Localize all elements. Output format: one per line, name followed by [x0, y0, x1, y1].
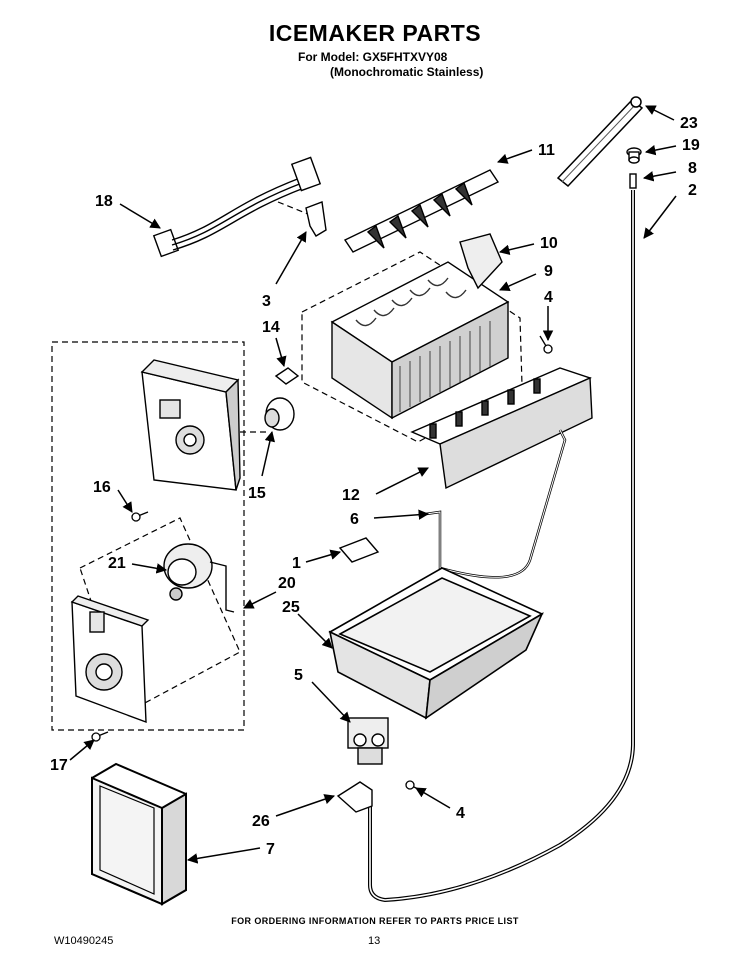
callout-5: 5 — [294, 667, 303, 684]
callout-21: 21 — [108, 555, 126, 572]
callout-18: 18 — [95, 193, 113, 210]
callout-17: 17 — [50, 757, 68, 774]
model-line: For Model: GX5FHTXVY08 — [298, 50, 448, 64]
screw-part-upper — [539, 335, 553, 354]
callout-6: 6 — [350, 511, 359, 528]
motor-part — [163, 543, 235, 613]
callout-12: 12 — [342, 487, 360, 504]
callout-10: 10 — [540, 235, 558, 252]
page-number: 13 — [368, 935, 381, 947]
insulation-part — [91, 762, 187, 906]
callout-15: 15 — [248, 485, 266, 502]
screw-part-16 — [131, 511, 149, 522]
callout-9: 9 — [544, 263, 553, 280]
callout-25: 25 — [282, 599, 300, 616]
control-module-part — [140, 359, 241, 491]
callout-26: 26 — [252, 813, 270, 830]
document-number: W10490245 — [54, 935, 114, 947]
callout-14: 14 — [262, 319, 280, 336]
callout-20: 20 — [278, 575, 296, 592]
water-valve-part — [347, 717, 389, 765]
module-group-box — [51, 341, 245, 731]
finish-line: (Monochromatic Stainless) — [330, 65, 484, 79]
callout-4-lower: 4 — [456, 805, 465, 822]
callout-3: 3 — [262, 293, 271, 310]
fitting-part — [629, 173, 637, 189]
ejector-part — [343, 169, 500, 253]
callout-19: 19 — [682, 137, 700, 154]
module-cover-part — [70, 595, 150, 724]
callout-2: 2 — [688, 182, 697, 199]
callout-16: 16 — [93, 479, 111, 496]
wire-harness-part — [152, 156, 322, 258]
mold-group-outline — [301, 251, 523, 443]
ordering-note: FOR ORDERING INFORMATION REFER TO PARTS … — [231, 916, 519, 926]
thermostat-part — [274, 367, 300, 385]
callout-8: 8 — [688, 160, 697, 177]
screw-part-17 — [91, 731, 109, 742]
ice-bucket-part — [328, 567, 544, 720]
motor-group-outline — [79, 517, 241, 713]
shutoff-arm-part — [410, 367, 593, 490]
fill-tube-part — [556, 96, 644, 188]
grommet-part — [626, 147, 642, 164]
fill-cup-part — [459, 233, 503, 290]
clip-part — [305, 201, 327, 237]
callout-23: 23 — [680, 115, 698, 132]
icemaker-mold-part — [330, 261, 510, 420]
callout-11: 11 — [538, 142, 555, 159]
shield-part — [338, 537, 380, 563]
thermostat-body-part — [264, 397, 295, 431]
callout-4-upper: 4 — [544, 289, 553, 306]
callout-1: 1 — [292, 555, 301, 572]
page-title: ICEMAKER PARTS — [268, 20, 482, 46]
callout-7: 7 — [266, 841, 275, 858]
valve-bracket-part — [336, 781, 373, 813]
